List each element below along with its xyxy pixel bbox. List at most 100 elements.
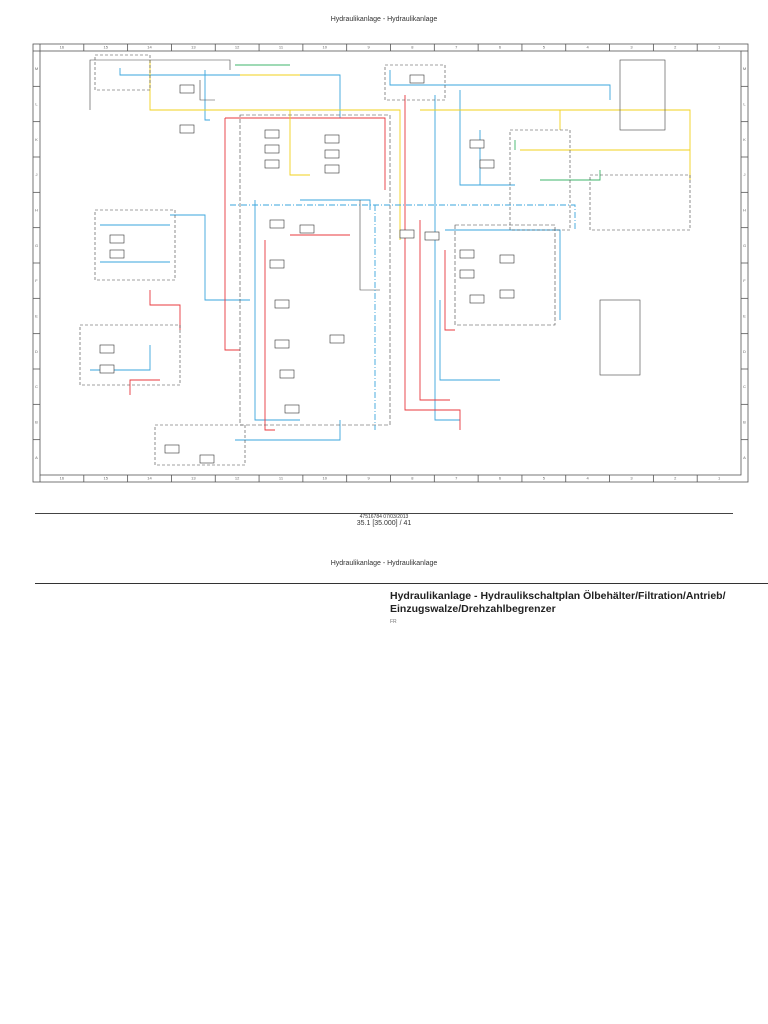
pilot-lines	[149, 60, 691, 240]
row-label: A	[743, 455, 746, 460]
column-label: 10	[323, 476, 328, 481]
column-label: 7	[455, 45, 458, 50]
row-label: D	[35, 349, 38, 354]
column-label: 8	[411, 45, 414, 50]
valve-symbol	[199, 454, 215, 464]
valve-symbol	[179, 124, 195, 134]
supply-lines	[235, 64, 601, 181]
valve-symbol	[264, 159, 280, 169]
page-ref: 35.1 [35.000] / 41	[356, 520, 412, 527]
divider	[35, 513, 733, 514]
column-label: 13	[191, 45, 196, 50]
valve-symbol	[459, 269, 475, 279]
row-label: A	[35, 455, 38, 460]
row-label: H	[743, 208, 746, 213]
column-label: 16	[60, 476, 65, 481]
valve-symbol	[264, 129, 280, 139]
column-label: 15	[103, 476, 108, 481]
schematic-frame	[32, 43, 749, 483]
row-label: K	[743, 137, 746, 142]
row-label: B	[743, 420, 746, 425]
valve-symbol	[499, 289, 515, 299]
divider-2	[35, 583, 768, 584]
valve-symbol	[299, 224, 315, 234]
row-label: B	[35, 420, 38, 425]
column-label: 10	[323, 45, 328, 50]
row-label: M	[743, 66, 746, 71]
valve-symbol	[479, 159, 495, 169]
row-label: D	[743, 349, 746, 354]
row-label: M	[35, 66, 38, 71]
return-lines	[90, 68, 611, 441]
valve-symbol	[274, 299, 290, 309]
row-label: C	[743, 384, 746, 389]
column-label: 12	[235, 476, 240, 481]
valve-symbol	[99, 364, 115, 374]
column-label: 14	[147, 45, 152, 50]
valve-symbol	[269, 259, 285, 269]
valve-symbol	[279, 369, 295, 379]
column-label: 1	[718, 45, 721, 50]
column-label: 6	[499, 476, 502, 481]
row-label: H	[35, 208, 38, 213]
column-label: 5	[543, 45, 546, 50]
valve-symbol	[269, 219, 285, 229]
column-label: 4	[587, 476, 590, 481]
row-label: F	[743, 278, 746, 283]
page-header: Hydraulikanlage - Hydraulikanlage	[330, 16, 438, 23]
valve-symbol	[164, 444, 180, 454]
valve-symbol	[179, 84, 195, 94]
valve-symbol	[459, 249, 475, 259]
column-label: 1	[718, 476, 721, 481]
column-label: 11	[279, 476, 284, 481]
valve-symbol	[469, 139, 485, 149]
valve-symbol	[274, 339, 290, 349]
language-code: FR	[390, 619, 397, 625]
column-label: 15	[103, 45, 108, 50]
column-label: 2	[674, 476, 677, 481]
column-label: 13	[191, 476, 196, 481]
row-label: E	[35, 314, 38, 319]
column-label: 2	[674, 45, 677, 50]
column-label: 16	[60, 45, 65, 50]
valve-symbol	[324, 149, 340, 159]
valve-symbol	[329, 334, 345, 344]
valve-symbols	[99, 74, 515, 464]
row-label: L	[35, 102, 38, 107]
row-label: F	[35, 278, 38, 283]
valve-symbol	[109, 234, 125, 244]
row-label: G	[743, 243, 746, 248]
column-label: 14	[147, 476, 152, 481]
valve-symbol	[424, 231, 440, 241]
valve-symbol	[324, 164, 340, 174]
column-label: 9	[367, 476, 370, 481]
column-label: 6	[499, 45, 502, 50]
page-title: Hydraulikanlage - Hydraulikschaltplan Öl…	[390, 590, 726, 615]
drain-lines	[230, 204, 576, 430]
column-label: 8	[411, 476, 414, 481]
column-label: 5	[543, 476, 546, 481]
row-label: K	[35, 137, 38, 142]
column-label: 4	[587, 45, 590, 50]
column-label: 11	[279, 45, 284, 50]
column-label: 9	[367, 45, 370, 50]
row-label: G	[35, 243, 38, 248]
row-label: C	[35, 384, 38, 389]
column-label: 7	[455, 476, 458, 481]
page-header-2: Hydraulikanlage - Hydraulikanlage	[330, 560, 438, 567]
row-label: J	[744, 172, 746, 177]
valve-symbol	[469, 294, 485, 304]
valve-symbol	[99, 344, 115, 354]
row-label: E	[743, 314, 746, 319]
component-boxes	[79, 54, 691, 466]
valve-symbol	[324, 134, 340, 144]
hydraulic-schematic: 1616151514141313121211111010998877665544…	[32, 43, 749, 483]
row-label: L	[743, 102, 746, 107]
valve-symbol	[399, 229, 415, 239]
valve-symbol	[284, 404, 300, 414]
valve-symbol	[409, 74, 425, 84]
column-label: 12	[235, 45, 240, 50]
row-label: J	[36, 172, 38, 177]
doc-id: 47516784 07/03/2013	[359, 514, 409, 520]
valve-symbol	[499, 254, 515, 264]
